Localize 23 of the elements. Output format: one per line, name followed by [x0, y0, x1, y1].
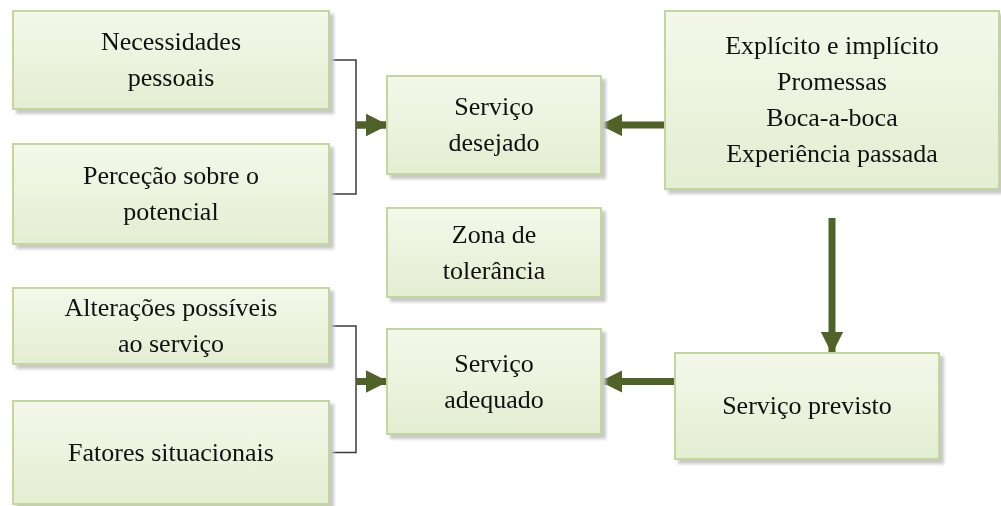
box-text: Serviço previsto — [722, 390, 892, 422]
text-box — [12, 287, 330, 365]
text-box — [12, 143, 330, 245]
bracket-arrow — [329, 370, 389, 454]
box-text: Serviço adequado — [443, 347, 545, 416]
box-text: Necessidades pessoais — [99, 26, 243, 94]
text-box — [386, 75, 602, 175]
text-box — [12, 400, 330, 505]
text-box — [12, 10, 330, 110]
text-box — [664, 10, 1000, 190]
box-text: Fatores situacionais — [68, 436, 274, 469]
box-text: Alterações possíveis ao serviço — [63, 292, 279, 360]
box-text: Boca-a-boca — [766, 102, 898, 134]
box-text: Serviço desejado — [447, 91, 541, 159]
text-box — [386, 207, 602, 298]
box-text: Promessas — [777, 66, 887, 98]
box-text: Perceção sobre o potencial — [81, 160, 261, 228]
text-box — [674, 352, 940, 460]
box-text: Explícito e implícito — [725, 30, 939, 62]
box-text: Zona de tolerância — [441, 218, 547, 287]
bracket-arrow — [329, 113, 389, 195]
box-text: Experiência passada — [726, 138, 938, 170]
text-box — [386, 328, 602, 435]
